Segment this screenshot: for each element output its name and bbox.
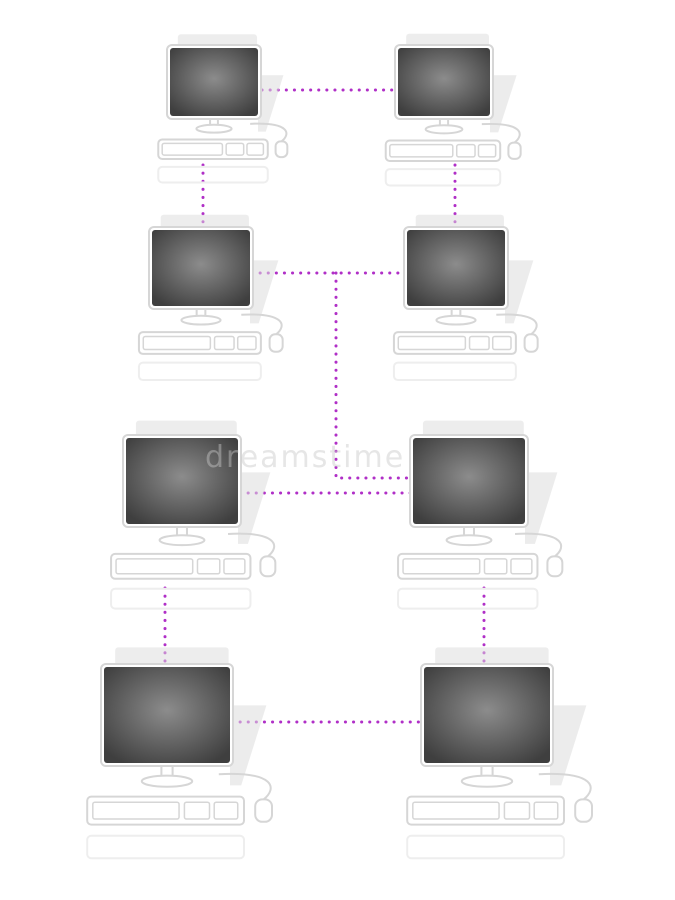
monitor-base <box>180 314 222 326</box>
keyboard <box>137 331 262 355</box>
monitor-cast-shadow <box>250 260 279 324</box>
keyboard-main-keys <box>161 142 224 156</box>
monitor-base <box>140 774 194 788</box>
network-nodes <box>86 33 594 860</box>
keyboard-numpad <box>236 335 257 351</box>
keyboard-main-keys <box>397 335 467 351</box>
keyboard-main-keys <box>389 143 454 158</box>
monitor-screen <box>407 230 505 306</box>
network-links <box>163 88 486 724</box>
keyboard-arrow-keys <box>213 335 235 351</box>
mouse-cable <box>250 122 288 143</box>
keyboard-arrow-keys <box>468 335 490 351</box>
keyboard-arrow-keys <box>225 142 245 156</box>
monitor-base <box>195 123 233 134</box>
monitor-cast-shadow <box>525 472 558 544</box>
mouse <box>546 555 564 578</box>
mouse <box>254 798 273 823</box>
monitor-screen <box>170 48 258 116</box>
keyboard-main-keys <box>402 558 481 575</box>
desktop-computer-icon <box>406 647 594 860</box>
keyboard-main-keys <box>92 801 180 820</box>
monitor-screen <box>126 438 238 524</box>
keyboard-numpad <box>246 142 265 156</box>
monitor-base <box>445 534 493 547</box>
keyboard-numpad <box>510 558 533 575</box>
monitor-screen <box>398 48 490 116</box>
desktop-computer-icon <box>86 647 273 860</box>
keyboard <box>86 795 245 826</box>
mouse-cable <box>241 313 283 336</box>
keyboard-numpad <box>533 801 559 820</box>
mouse <box>259 555 277 578</box>
mouse <box>574 798 594 823</box>
desktop-computer-icon <box>157 34 289 184</box>
monitor-base <box>424 124 464 135</box>
mouse-cable <box>496 313 538 336</box>
monitor-cast-shadow <box>550 705 587 786</box>
keyboard-reflection <box>157 165 269 184</box>
mouse-cable <box>538 772 592 801</box>
monitor-base <box>435 314 477 326</box>
monitor-cast-shadow <box>230 705 267 786</box>
network-link <box>334 271 413 480</box>
monitor-screen <box>152 230 250 306</box>
keyboard-arrow-keys <box>503 801 531 820</box>
keyboard <box>384 139 502 162</box>
keyboard <box>406 795 566 826</box>
desktop-computer-icon <box>110 420 277 610</box>
keyboard-reflection <box>406 834 566 860</box>
keyboard-reflection <box>86 834 245 860</box>
keyboard-numpad <box>223 558 246 575</box>
monitor-cast-shadow <box>258 75 284 132</box>
keyboard <box>397 552 539 580</box>
monitor-screen <box>104 667 230 763</box>
keyboard <box>157 138 269 161</box>
desktop-computer-icon <box>384 33 522 187</box>
keyboard-arrow-keys <box>196 558 221 575</box>
keyboard-numpad <box>491 335 512 351</box>
desktop-computer-icon <box>392 214 539 382</box>
keyboard-reflection <box>392 361 517 382</box>
keyboard-main-keys <box>115 558 194 575</box>
keyboard-main-keys <box>412 801 500 820</box>
keyboard-main-keys <box>142 335 212 351</box>
keyboard-numpad <box>213 801 239 820</box>
mouse <box>507 141 522 160</box>
monitor-screen <box>424 667 550 763</box>
keyboard-reflection <box>137 361 262 382</box>
keyboard-arrow-keys <box>455 143 476 158</box>
keyboard-reflection <box>384 168 502 187</box>
mouse <box>268 333 284 353</box>
desktop-computer-icon <box>397 420 564 610</box>
monitor-cast-shadow <box>505 260 534 324</box>
monitor-cast-shadow <box>490 75 517 133</box>
monitor-base <box>460 774 514 788</box>
keyboard-reflection <box>110 587 252 610</box>
desktop-computer-icon <box>137 214 284 382</box>
mouse-cable <box>481 123 521 144</box>
mouse-cable <box>227 532 276 558</box>
monitor-screen <box>413 438 525 524</box>
mouse-cable <box>218 772 272 801</box>
keyboard-numpad <box>477 143 497 158</box>
keyboard-arrow-keys <box>183 801 211 820</box>
keyboard <box>110 552 252 580</box>
keyboard-reflection <box>397 587 539 610</box>
mouse <box>274 140 289 159</box>
mouse-cable <box>514 532 563 558</box>
monitor-base <box>158 534 206 547</box>
keyboard-arrow-keys <box>483 558 508 575</box>
keyboard <box>392 331 517 355</box>
monitor-cast-shadow <box>238 472 271 544</box>
mouse <box>523 333 539 353</box>
